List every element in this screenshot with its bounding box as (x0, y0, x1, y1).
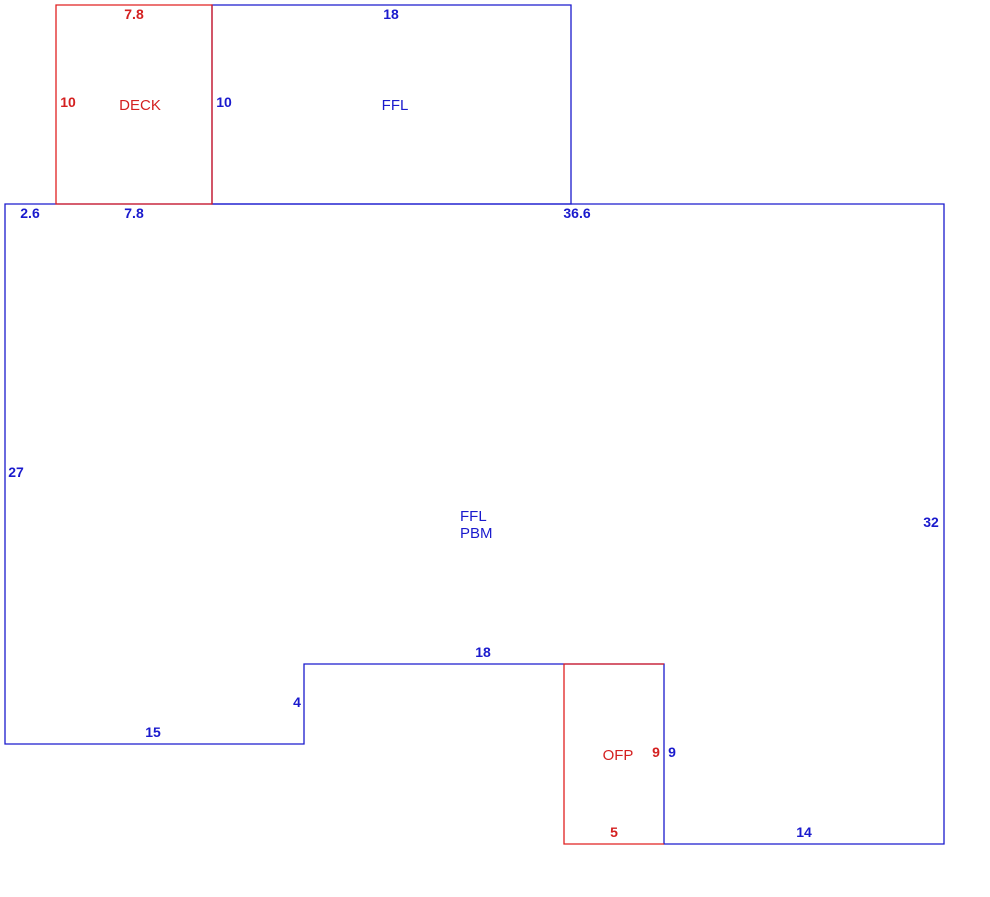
deck-outline (55, 4, 213, 205)
dim-notch-left: 4 (293, 694, 301, 710)
main-area-label-line1: FFL (460, 508, 487, 525)
dim-ofp-left: 9 (652, 744, 660, 760)
ofp-area-label: OFP (603, 747, 634, 764)
dim-deck-right: 10 (216, 94, 232, 110)
ffl-upper-area-label: FFL (382, 97, 409, 114)
dim-deck-bottom: 7.8 (124, 205, 144, 221)
dim-ofp-right: 9 (668, 744, 676, 760)
dim-main-left: 27 (8, 464, 24, 480)
dim-deck-left: 10 (60, 94, 76, 110)
dim-notch-top: 18 (475, 644, 491, 660)
main-area-label-line2: PBM (460, 525, 493, 542)
dim-main-top-right: 36.6 (563, 205, 590, 221)
dim-main-top-left: 2.6 (20, 205, 40, 221)
deck-area-label: DECK (119, 97, 161, 114)
dim-main-right: 32 (923, 514, 939, 530)
dim-ofp-bottom: 5 (610, 824, 618, 840)
ofp-outline (563, 663, 664, 845)
dim-deck-top: 7.8 (124, 6, 144, 22)
dim-bottom-right: 14 (796, 824, 812, 840)
dim-upper-top: 18 (383, 6, 399, 22)
dim-bottom-left: 15 (145, 724, 161, 740)
